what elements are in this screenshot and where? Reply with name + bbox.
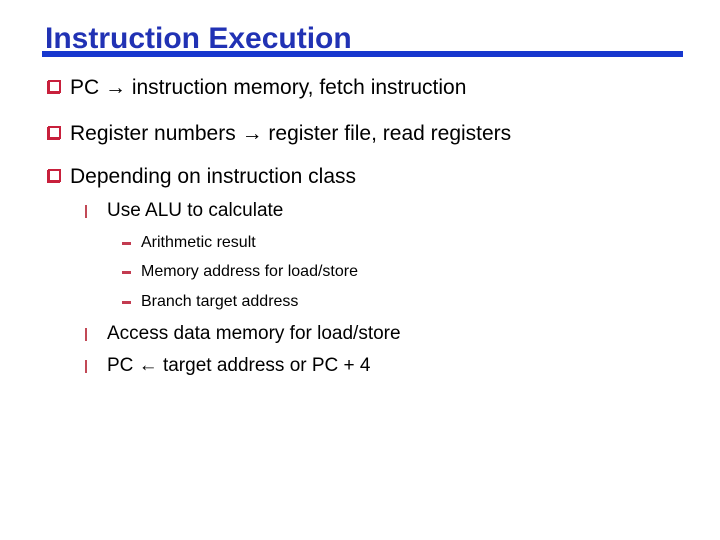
bullet-text: PC ← target address or PC + 4 xyxy=(107,355,371,376)
square-bullet-icon xyxy=(48,126,61,139)
bullet-item: Register numbers → register file, read r… xyxy=(48,121,511,146)
bullet-item: PC → instruction memory, fetch instructi… xyxy=(48,75,466,100)
bullet-text: PC → instruction memory, fetch instructi… xyxy=(70,76,467,99)
dash-bullet-item: Memory address for load/store xyxy=(122,262,358,282)
bullet-text: Register numbers → register file, read r… xyxy=(70,122,512,145)
sub-bullet-item: Access data memory for load/store xyxy=(85,322,401,346)
dash-bullet-item: Branch target address xyxy=(122,292,298,312)
bullet-text: Branch target address xyxy=(141,293,299,310)
bar-bullet-icon xyxy=(85,360,87,373)
sub-bullet-item: Use ALU to calculate xyxy=(85,199,283,223)
title-underline-rule xyxy=(42,51,683,57)
bullet-item: Depending on instruction class xyxy=(48,164,356,189)
bullet-text: Use ALU to calculate xyxy=(107,200,284,221)
square-bullet-icon xyxy=(48,169,61,182)
sub-bullet-item: PC ← target address or PC + 4 xyxy=(85,354,370,378)
dash-bullet-icon xyxy=(122,301,131,304)
bar-bullet-icon xyxy=(85,205,87,218)
slide-title: Instruction Execution xyxy=(45,22,352,55)
bullet-text: Access data memory for load/store xyxy=(107,323,401,344)
bullet-text: Memory address for load/store xyxy=(141,263,358,280)
dash-bullet-item: Arithmetic result xyxy=(122,233,256,253)
bullet-text: Depending on instruction class xyxy=(70,165,357,188)
square-bullet-icon xyxy=(48,80,61,93)
bar-bullet-icon xyxy=(85,328,87,341)
dash-bullet-icon xyxy=(122,271,131,274)
bullet-text: Arithmetic result xyxy=(141,234,256,251)
dash-bullet-icon xyxy=(122,242,131,245)
